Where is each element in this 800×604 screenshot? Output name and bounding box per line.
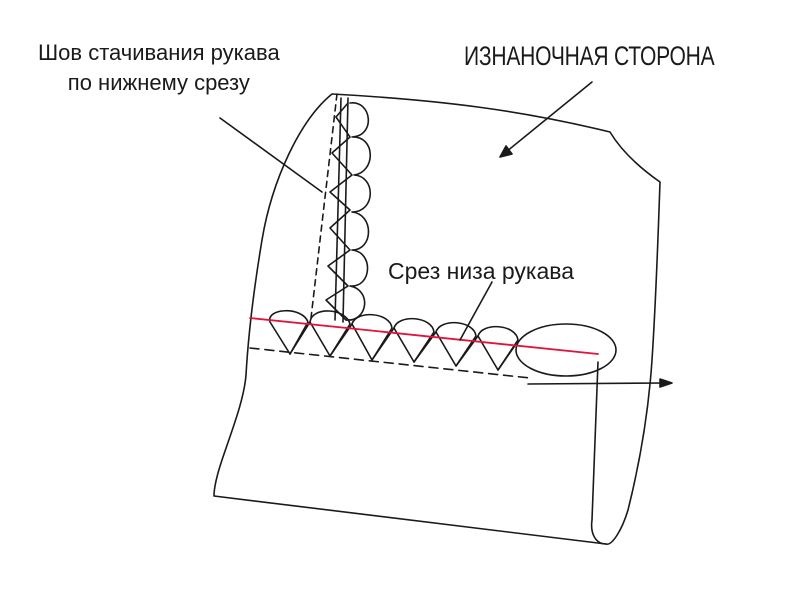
seam-stitch-line-2 [342, 97, 349, 323]
hem-dashed-line [249, 347, 531, 379]
seam-label: Шов стачивания рукава по нижнему срезу [38, 38, 280, 98]
thread-loop [515, 323, 617, 377]
seam-label-line-1: Шов стачивания рукава [38, 40, 280, 65]
seam-label-line-2: по нижнему срезу [67, 70, 250, 95]
seam-overlock-loops [345, 102, 372, 321]
hem-overlock-zigzag [289, 321, 517, 371]
hem-edge-line [249, 317, 599, 355]
seam-overlock-zigzag [325, 102, 353, 321]
cuff-fold-edge [590, 361, 607, 545]
wrong-side-label: ИЗНАНОЧНАЯ СТОРОНА [464, 41, 715, 71]
seam-stitch-line-1 [334, 97, 342, 321]
arrow-right-icon [527, 378, 673, 388]
seam-allowance-dashed [310, 93, 338, 319]
hem-leader-line [459, 281, 493, 341]
arrow-pointer-icon [499, 81, 593, 158]
seam-leader-line [219, 117, 323, 193]
hem-overlock-loops [269, 310, 519, 371]
hem-edge-label: Срез низа рукава [388, 258, 575, 284]
sleeve-outline [213, 93, 661, 545]
